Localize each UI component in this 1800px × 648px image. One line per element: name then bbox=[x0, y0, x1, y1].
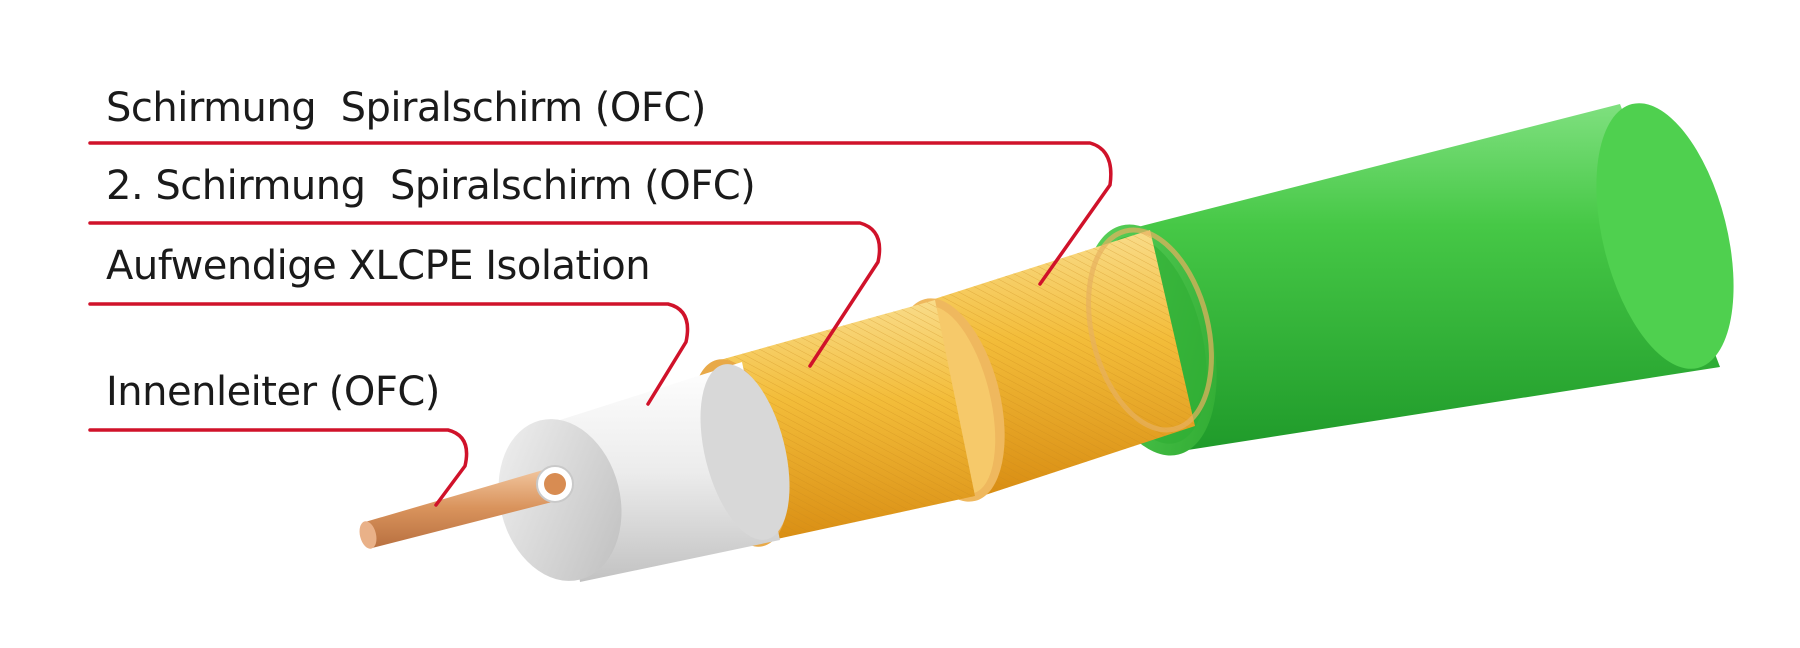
label-shield-1: Schirmung Spiralschirm (OFC) bbox=[106, 85, 706, 131]
leader-line-insulation bbox=[88, 302, 690, 406]
label-inner-conductor: Innenleiter (OFC) bbox=[106, 369, 440, 415]
leader-lines bbox=[88, 141, 1113, 507]
leader-line-shield-2 bbox=[88, 221, 882, 368]
label-insulation: Aufwendige XLCPE Isolation bbox=[106, 243, 651, 289]
inner-conductor bbox=[359, 465, 574, 549]
label-shield-2: 2. Schirmung Spiralschirm (OFC) bbox=[106, 163, 756, 209]
leader-line-shield-1 bbox=[88, 141, 1113, 286]
leader-line-inner-conductor bbox=[88, 428, 469, 507]
